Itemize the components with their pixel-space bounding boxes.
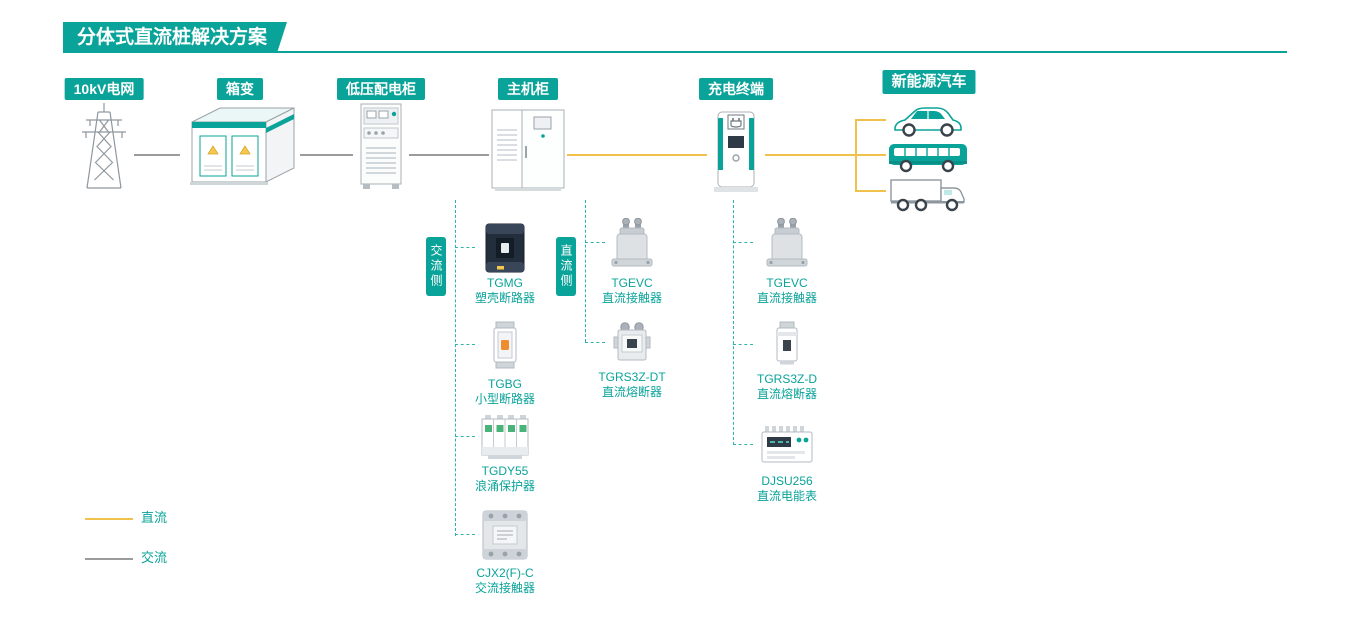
transmission-tower-icon [82, 103, 126, 189]
legend-dc-label: 直流 [141, 510, 168, 525]
ac-line-grid-transformer [134, 154, 180, 156]
product-desc: 交流接触器 [474, 581, 535, 595]
product-label: CJX2(F)-C 交流接触器 [440, 566, 570, 596]
branch-stub [585, 242, 605, 243]
product-model: TGEVC [766, 276, 808, 290]
main-cabinet-dc-branch-line [585, 200, 586, 342]
bus-icon [889, 144, 967, 173]
product-model: CJX2(F)-C [476, 566, 534, 580]
tgmg-breaker-icon [485, 223, 525, 273]
tgevc-contactor-icon [766, 218, 808, 267]
product-desc: 小型断路器 [474, 392, 535, 406]
product-label: TGEVC 直流接触器 [722, 276, 852, 306]
branch-stub [455, 344, 475, 345]
product-desc: 直流接触器 [756, 291, 817, 305]
truck-icon [890, 179, 965, 212]
car-icon [894, 107, 962, 137]
main-cabinet-icon [491, 109, 565, 191]
charge-terminal-icon [714, 111, 758, 192]
product-model: DJSU256 [761, 474, 813, 488]
legend-dc-line [85, 518, 133, 520]
product-model: TGRS3Z-D [757, 372, 817, 386]
ac-line-transformer-lv [300, 154, 353, 156]
branch-stub [455, 247, 475, 248]
product-label: TGBG 小型断路器 [440, 377, 570, 407]
tgrs3z-dt-fuse-icon [613, 322, 651, 361]
cjx2-contactor-icon [482, 510, 528, 560]
branch-stub [585, 342, 605, 343]
box-transformer-icon [190, 107, 295, 185]
product-label: TGEVC 直流接触器 [567, 276, 697, 306]
node-label-grid: 10kV电网 [64, 78, 144, 100]
product-model: TGMG [487, 276, 523, 290]
dc-side-badge: 直流侧 [556, 237, 576, 296]
dc-line-main-terminal [567, 154, 707, 156]
tgrs3z-d-fuse-icon [776, 321, 798, 365]
product-model: TGRS3Z-DT [598, 370, 666, 384]
product-label: TGMG 塑壳断路器 [440, 276, 570, 306]
tgbg-breaker-icon [493, 321, 517, 369]
tgdy55-surge-protector-icon [481, 415, 529, 459]
branch-stub [733, 242, 753, 243]
product-model: TGDY55 [481, 464, 529, 478]
product-label: TGRS3Z-DT 直流熔断器 [567, 370, 697, 400]
dc-line-vehicle-branch [855, 119, 857, 192]
product-desc: 塑壳断路器 [474, 291, 535, 305]
page-title: 分体式直流桩解决方案 [63, 22, 287, 53]
product-desc: 直流电能表 [756, 489, 817, 503]
product-desc: 直流熔断器 [756, 387, 817, 401]
djsu256-meter-icon [761, 426, 813, 463]
product-model: TGBG [487, 377, 522, 391]
ac-side-badge: 交流侧 [426, 237, 446, 296]
dc-line-to-truck [855, 190, 886, 192]
branch-stub [455, 436, 475, 437]
dc-line-terminal-vehicles [765, 154, 886, 156]
product-label: DJSU256 直流电能表 [722, 474, 852, 504]
terminal-branch-line [733, 200, 734, 445]
legend-ac-label: 交流 [141, 550, 168, 565]
product-desc: 直流接触器 [601, 291, 662, 305]
legend-ac-line [85, 558, 133, 560]
product-desc: 浪涌保护器 [474, 479, 535, 493]
node-label-main-cabinet: 主机柜 [498, 78, 558, 100]
branch-stub [733, 344, 753, 345]
tgevc-contactor-icon [611, 218, 653, 267]
product-label: TGDY55 浪涌保护器 [440, 464, 570, 494]
lv-cabinet-icon [360, 103, 402, 189]
branch-stub [733, 444, 753, 445]
branch-stub [455, 534, 475, 535]
product-label: TGRS3Z-D 直流熔断器 [722, 372, 852, 402]
title-underline [63, 51, 1287, 53]
product-desc: 直流熔断器 [601, 385, 662, 399]
main-cabinet-ac-branch-line [455, 200, 456, 536]
ac-line-lv-main [409, 154, 489, 156]
node-label-lv-cabinet: 低压配电柜 [337, 78, 425, 100]
node-label-vehicles: 新能源汽车 [882, 70, 976, 94]
node-label-charge-terminal: 充电终端 [699, 78, 773, 100]
product-model: TGEVC [611, 276, 653, 290]
dc-line-to-car [855, 119, 886, 121]
node-label-transformer: 箱变 [217, 78, 263, 100]
